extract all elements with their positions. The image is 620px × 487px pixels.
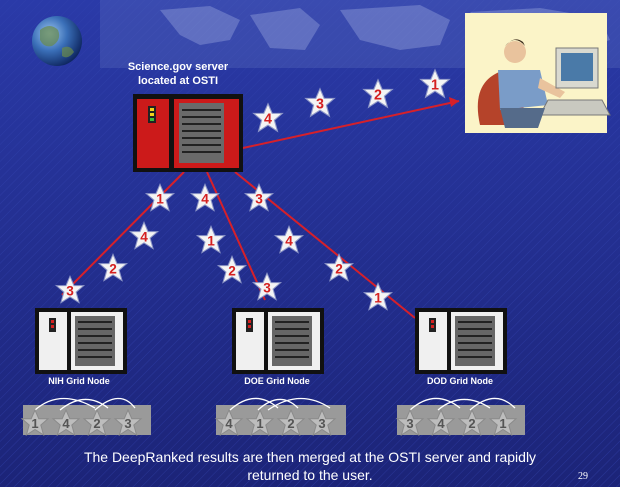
left-branch-star-1: 1 bbox=[144, 183, 176, 212]
middle-branch-star-1: 4 bbox=[189, 183, 221, 212]
svg-text:1: 1 bbox=[156, 191, 164, 206]
svg-text:2: 2 bbox=[109, 261, 117, 276]
reorder-arrows bbox=[34, 397, 516, 411]
ranked-star-node1-3: 2 bbox=[82, 408, 112, 437]
ranked-star-node1-4: 3 bbox=[113, 408, 143, 437]
osti-server-icon bbox=[133, 94, 243, 172]
svg-text:2: 2 bbox=[93, 416, 100, 431]
caption-line1: The DeepRanked results are then merged a… bbox=[83, 449, 537, 465]
svg-text:1: 1 bbox=[207, 233, 215, 248]
doe-node-server-icon bbox=[232, 308, 324, 374]
user-at-computer-image bbox=[465, 13, 611, 133]
ranked-star-node2-4: 3 bbox=[307, 408, 337, 437]
caption: The DeepRanked results are then merged a… bbox=[30, 448, 590, 484]
nih-node-label: NIH Grid Node bbox=[48, 376, 110, 386]
svg-text:3: 3 bbox=[318, 416, 325, 431]
svg-text:3: 3 bbox=[316, 97, 324, 113]
svg-text:4: 4 bbox=[285, 233, 293, 248]
svg-text:4: 4 bbox=[225, 416, 233, 431]
ranked-star-node2-3: 2 bbox=[276, 408, 306, 437]
svg-text:3: 3 bbox=[263, 280, 271, 295]
ranked-star-node1-2: 4 bbox=[51, 408, 81, 437]
svg-text:2: 2 bbox=[335, 261, 343, 276]
middle-branch-star-4: 3 bbox=[251, 272, 283, 301]
svg-text:1: 1 bbox=[431, 78, 439, 94]
svg-text:3: 3 bbox=[66, 283, 74, 298]
caption-line2: returned to the user. bbox=[247, 467, 373, 483]
svg-text:4: 4 bbox=[201, 191, 209, 206]
svg-text:1: 1 bbox=[374, 290, 382, 305]
right-branch-star-4: 1 bbox=[362, 282, 394, 311]
svg-text:1: 1 bbox=[256, 416, 263, 431]
ranked-star-node3-2: 4 bbox=[426, 408, 456, 437]
dod-node-label: DOD Grid Node bbox=[426, 376, 493, 386]
svg-text:4: 4 bbox=[264, 112, 272, 128]
svg-text:3: 3 bbox=[124, 416, 131, 431]
to-user-star-4: 4 bbox=[252, 102, 284, 133]
ranked-star-node1-1: 1 bbox=[20, 408, 50, 437]
page-number: 29 bbox=[578, 471, 588, 482]
nih-node-server-icon bbox=[35, 308, 127, 374]
right-branch-star-1: 3 bbox=[243, 183, 275, 212]
doe-node-label: DOE Grid Node bbox=[244, 376, 310, 386]
left-branch-star-4: 3 bbox=[54, 275, 86, 304]
osti-server-label-line2: located at OSTI bbox=[137, 75, 219, 87]
ranked-star-node3-1: 3 bbox=[395, 408, 425, 437]
ranked-star-node3-4: 1 bbox=[488, 408, 518, 437]
left-branch-star-2: 4 bbox=[128, 221, 160, 250]
svg-text:2: 2 bbox=[374, 88, 382, 104]
svg-text:4: 4 bbox=[140, 229, 148, 244]
svg-text:3: 3 bbox=[406, 416, 413, 431]
middle-branch-star-3: 2 bbox=[216, 255, 248, 284]
left-branch-star-3: 2 bbox=[97, 253, 129, 282]
svg-text:2: 2 bbox=[468, 416, 475, 431]
ranked-star-node2-1: 4 bbox=[214, 408, 244, 437]
ranked-star-node2-2: 1 bbox=[245, 408, 275, 437]
right-branch-star-2: 4 bbox=[273, 225, 305, 254]
globe-icon bbox=[32, 16, 82, 66]
osti-server-label: Science.gov server located at OSTI bbox=[113, 60, 243, 88]
svg-text:1: 1 bbox=[499, 416, 506, 431]
osti-server-label-line1: Science.gov server bbox=[127, 61, 229, 73]
to-user-star-1: 1 bbox=[419, 68, 451, 99]
svg-text:4: 4 bbox=[62, 416, 70, 431]
svg-text:1: 1 bbox=[31, 416, 38, 431]
svg-text:3: 3 bbox=[255, 191, 263, 206]
to-user-star-3: 3 bbox=[304, 87, 336, 118]
svg-text:2: 2 bbox=[287, 416, 294, 431]
ranked-star-node3-3: 2 bbox=[457, 408, 487, 437]
middle-branch-star-2: 1 bbox=[195, 225, 227, 254]
to-user-star-2: 2 bbox=[362, 78, 394, 109]
svg-text:2: 2 bbox=[228, 263, 236, 278]
dod-node-server-icon bbox=[415, 308, 507, 374]
svg-text:4: 4 bbox=[437, 416, 445, 431]
right-branch-star-3: 2 bbox=[323, 253, 355, 282]
